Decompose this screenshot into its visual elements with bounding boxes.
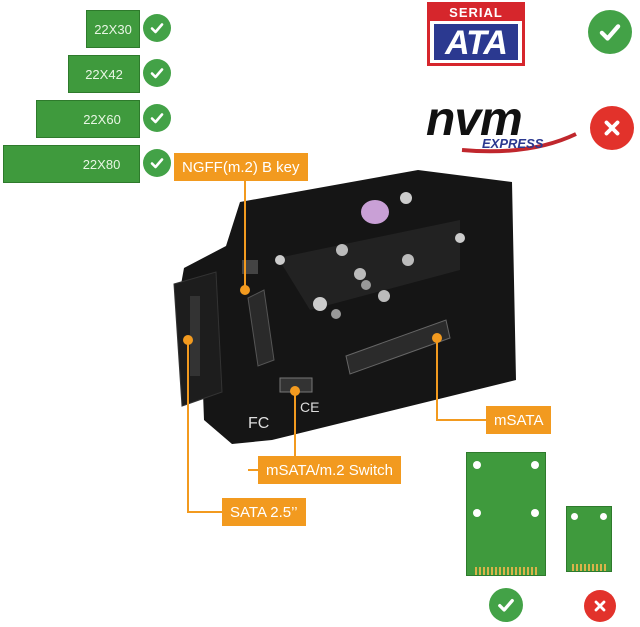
ngff-leader (244, 178, 246, 286)
serial-ata-logo: SERIAL ATA (427, 2, 525, 66)
size-label: 22X42 (85, 66, 123, 82)
msata-leader-h (436, 419, 488, 421)
sata-leader (187, 340, 189, 512)
m2-card-22x42: 22X42 (68, 55, 140, 93)
size-label: 22X80 (82, 156, 121, 172)
nvm-logo-subtext: EXPRESS (482, 136, 544, 151)
check-icon (143, 104, 171, 132)
msata-leader (436, 338, 438, 420)
svg-text:CE: CE (300, 399, 319, 415)
mini-card (566, 506, 612, 572)
cross-icon (590, 106, 634, 150)
check-icon (143, 149, 171, 177)
check-icon (143, 59, 171, 87)
sata-leader-h (187, 511, 223, 513)
switch-leader (294, 390, 296, 470)
sata-callout: SATA 2.5’’ (222, 498, 306, 526)
m2-card-22x60: 22X60 (36, 100, 140, 138)
serial-ata-bottom-text: ATA (434, 24, 518, 62)
ngff-callout: NGFF(m.2) B key (174, 153, 308, 181)
check-icon (489, 588, 523, 622)
switch-callout: mSATA/m.2 Switch (258, 456, 401, 484)
serial-ata-top-text: SERIAL (430, 5, 522, 21)
msata-card (466, 452, 546, 576)
check-icon (143, 14, 171, 42)
ngff-marker (240, 285, 250, 295)
svg-text:FC: FC (248, 415, 269, 432)
msata-callout: mSATA (486, 406, 552, 434)
nvm-logo-text: nvm (426, 93, 523, 146)
nvm-express-logo: nvm EXPRESS (420, 93, 578, 156)
adapter-board: FC CE (173, 170, 516, 444)
check-icon (588, 10, 632, 54)
size-label: 22X30 (94, 21, 132, 37)
m2-card-22x30: 22X30 (86, 10, 140, 48)
nvm-swoosh (461, 132, 577, 154)
m2-card-22x80: 22X80 (3, 145, 140, 183)
size-label: 22X60 (83, 111, 121, 127)
cross-icon (584, 590, 616, 622)
